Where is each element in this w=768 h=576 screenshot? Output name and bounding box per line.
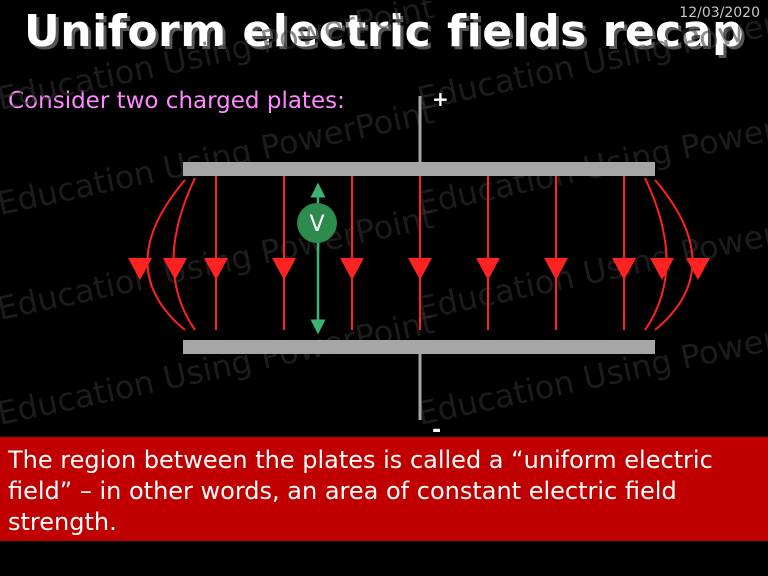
parallel-plates-diagram: Education Using PowerPoint Education Usi…: [0, 0, 768, 437]
positive-plate: [183, 162, 655, 176]
slide-title: Uniform electric fields recap: [24, 6, 744, 57]
watermark: Education Using PowerPoint: [414, 198, 768, 328]
field-line: [612, 176, 636, 330]
field-line: [204, 176, 228, 330]
date-stamp: 12/03/2020: [679, 5, 760, 21]
field-line: [272, 176, 296, 330]
intro-text: Consider two charged plates:: [8, 88, 345, 114]
watermark: Education Using PowerPoint: [0, 303, 437, 433]
voltage-label: V: [309, 212, 324, 237]
watermark: Education Using PowerPoint: [414, 303, 768, 433]
caption-text: The region between the plates is called …: [8, 446, 713, 536]
voltmeter-symbol: [297, 203, 337, 243]
watermark: Education Using PowerPoint: [0, 93, 437, 223]
edge-field-arrowheads: [128, 258, 710, 280]
uniform-field-lines: [204, 176, 636, 330]
caption-box: The region between the plates is called …: [0, 437, 768, 541]
field-line: [408, 176, 432, 330]
watermark: Education Using PowerPoint: [414, 93, 768, 223]
watermark: Education Using PowerPoint: [0, 0, 437, 118]
watermark: Education Using PowerPoint: [414, 0, 768, 118]
field-line: [340, 176, 364, 330]
field-line: [476, 176, 500, 330]
positive-terminal-label: +: [432, 87, 449, 111]
negative-plate: [183, 340, 655, 354]
negative-terminal-label: -: [432, 418, 441, 437]
watermark-layer: Education Using PowerPoint Education Usi…: [0, 0, 768, 433]
field-line: [544, 176, 568, 330]
